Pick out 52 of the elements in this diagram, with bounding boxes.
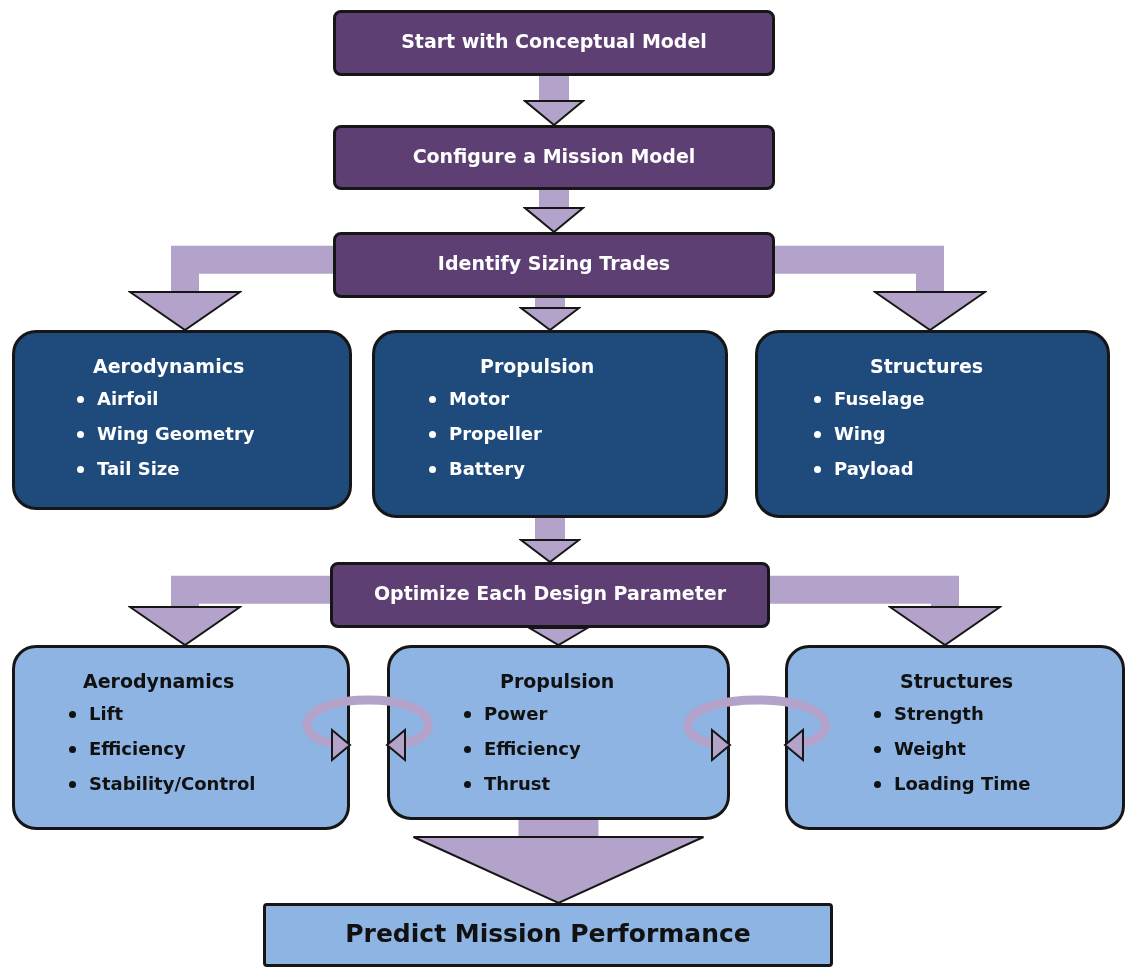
card-heading: Identify Sizing Trades — [437, 252, 671, 274]
card-heading: Optimize Each Design Parameter — [373, 582, 727, 604]
circular-arrow — [302, 695, 433, 760]
process-box — [330, 562, 770, 628]
bullet-item: Fuselage — [810, 381, 925, 416]
bullet-item: Wing — [810, 416, 886, 451]
category-card — [12, 330, 352, 510]
block-arrow — [775, 245, 986, 331]
parameter-card — [785, 645, 1125, 830]
bullet-item: Power — [460, 696, 548, 731]
process-box — [333, 125, 775, 190]
bullet-item: Weight — [870, 731, 966, 766]
bullet-item: Strength — [870, 696, 984, 731]
card-heading: Predict Mission Performance — [345, 918, 751, 948]
bullet-item: Propeller — [425, 416, 542, 451]
block-arrow — [129, 575, 330, 646]
bullet-item: Lift — [65, 696, 124, 731]
block-arrow — [412, 820, 705, 904]
bullet-item: Efficiency — [460, 731, 581, 766]
card-heading: Propulsion — [480, 355, 595, 377]
block-arrow — [520, 518, 580, 563]
parameter-card — [387, 645, 730, 820]
bullet-item: Stability/Control — [65, 766, 256, 801]
bullet-item: Tail Size — [73, 451, 180, 486]
bullet-item: Loading Time — [870, 766, 1031, 801]
bullet-item: Motor — [425, 381, 510, 416]
bullet-item: Airfoil — [73, 381, 159, 416]
block-arrow — [524, 76, 584, 126]
bullet-item: Thrust — [460, 766, 551, 801]
card-heading: Structures — [870, 355, 984, 377]
card-heading: Aerodynamics — [83, 670, 235, 692]
category-card — [372, 330, 728, 518]
block-arrow — [520, 298, 580, 331]
bullet-item: Battery — [425, 451, 525, 486]
block-arrow — [528, 627, 589, 646]
circular-arrow — [683, 695, 830, 760]
parameter-card — [12, 645, 350, 830]
card-heading: Structures — [900, 670, 1014, 692]
block-arrow — [524, 190, 584, 233]
card-heading: Configure a Mission Model — [412, 144, 696, 167]
category-card — [755, 330, 1110, 518]
card-heading: Start with Conceptual Model — [401, 30, 707, 52]
bullet-item: Efficiency — [65, 731, 186, 766]
bullet-item: Payload — [810, 451, 914, 486]
card-heading: Propulsion — [500, 670, 615, 692]
process-box — [333, 232, 775, 298]
result-box — [263, 903, 833, 967]
block-arrow — [129, 245, 333, 331]
block-arrow — [770, 575, 1001, 646]
bullet-item: Wing Geometry — [73, 416, 255, 451]
card-heading: Aerodynamics — [93, 355, 245, 377]
process-box — [333, 10, 775, 76]
